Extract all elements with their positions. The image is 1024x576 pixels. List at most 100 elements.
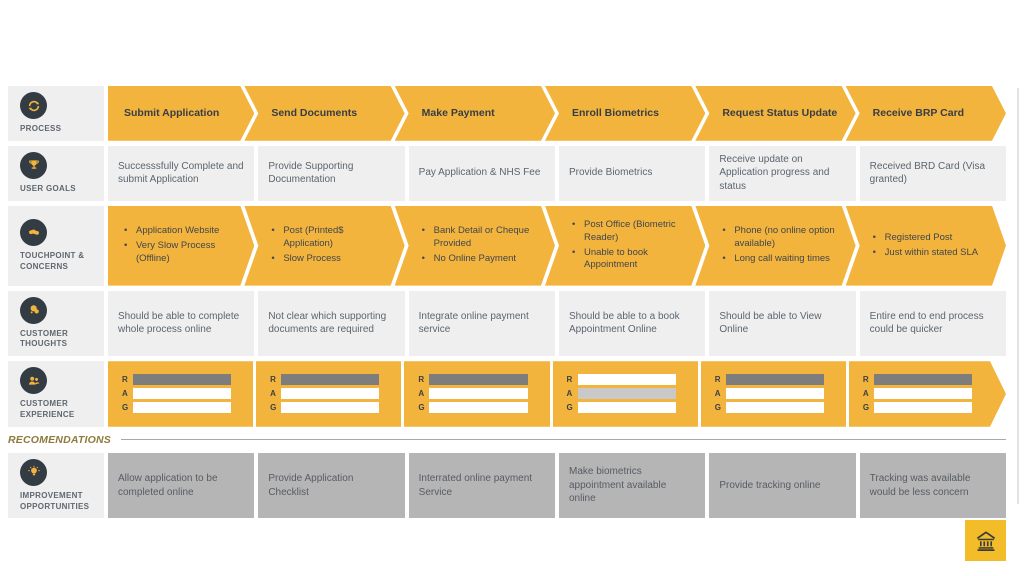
user-goal-cell: Provide Supporting Documentation [258,145,405,201]
row-label-text: PROCESS [20,124,62,133]
touchpoint-item: Phone (no online option available) [722,225,837,251]
rag-bar [578,374,676,385]
rag-bar [874,402,972,413]
experience-segment: R A G [404,361,552,427]
rag-bar [133,374,231,385]
thought-bubbles-icon [20,296,47,324]
touchpoint-list: Registered Post Just within stated SLA [873,230,978,262]
trophy-icon [20,151,47,179]
improvement-cell: Tracking was available would be less con… [859,452,1006,519]
cycle-icon [20,92,47,119]
rag-letter: G [418,403,425,413]
experience-segment: R A G [108,361,256,427]
thought-cell: Should be able to View Online [709,290,856,357]
process-step: Submit Application [108,86,254,141]
row-label-thoughts: CUSTOMER THOUGHTS [8,290,104,357]
rag-letter: R [122,375,128,385]
user-goal-cell: Receive update on Application progress a… [709,145,856,201]
rag-letter: G [270,403,277,413]
touchpoint-cell: Registered Post Just within stated SLA [846,206,1006,286]
thought-text: Should be able to complete whole process… [118,310,240,336]
user-goal-cell: Pay Application & NHS Fee [408,145,555,201]
process-step-title: Request Status Update [722,106,838,119]
thought-text: Entire end to end process could be quick… [869,310,984,336]
process-step-title: Submit Application [124,106,220,119]
rag-bar [429,388,527,399]
row-label-improvement: IMPROVEMENT OPPORTUNITIES [8,452,104,519]
touchpoint-item: Long call waiting times [722,253,837,266]
recommendations-label: RECOMENDATIONS [8,433,111,446]
improvement-text: Tracking was available would be less con… [869,473,971,498]
improvement-text: Allow application to be completed online [118,473,218,498]
rag-letter: G [862,403,870,413]
thought-text: Should be able to View Online [719,310,822,336]
touchpoint-list: Bank Detail or Cheque Provided No Online… [422,223,537,267]
thought-cell: Integrate online payment service [408,290,555,357]
rag-bar [429,402,527,413]
touchpoint-item: Unable to book Appointment [572,247,687,273]
row-label-text: IMPROVEMENT OPPORTUNITIES [20,490,90,511]
user-goal-text: Provide Biometrics [568,167,653,179]
experience-segment: R A G [849,361,1006,427]
improvement-cell: Interrated online payment Service [408,452,555,519]
user-goal-text: Successsfully Complete and submit Applic… [118,160,244,186]
user-goal-cell: Provide Biometrics [558,145,706,201]
rag-letter: R [418,375,425,385]
experience-segment: R A G [701,361,849,427]
divider-line [120,439,1006,441]
user-goal-cell: Received BRD Card (Visa granted) [859,145,1006,201]
lightbulb-icon [20,458,47,486]
touchpoint-item: Slow Process [271,253,386,266]
rag-letter: A [418,389,425,399]
thought-cell: Should be able to a book Appointment Onl… [558,290,706,357]
touchpoint-item: Very Slow Process (Offline) [124,240,236,266]
improvement-cell: Make biometrics appointment available on… [558,452,706,519]
rag-letter: A [862,389,869,399]
bank-icon [976,530,995,551]
rag-letter: A [122,389,128,399]
rag-bar [874,388,972,399]
rag-letter: A [566,389,573,399]
rag-bar [429,374,527,385]
improvement-text: Provide tracking online [719,479,821,491]
experience-segment: R A G [553,361,701,427]
thought-text: Should be able to a book Appointment Onl… [568,310,680,336]
row-label-touchpoint: TOUCHPOINT & CONCERNS [8,205,104,286]
touchpoint-item: Post (Printed$ Application) [271,225,386,251]
row-label-process: PROCESS [8,86,104,141]
row-label-text: USER GOALS [20,183,76,193]
rag-letter: R [862,375,869,385]
process-step-title: Receive BRP Card [872,106,965,119]
touchpoint-cell: Bank Detail or Cheque Provided No Online… [395,206,555,286]
touchpoint-list: Application Website Very Slow Process (O… [124,223,236,267]
user-goal-text: Receive update on Application progress a… [719,153,830,192]
touchpoint-list: Phone (no online option available) Long … [722,223,837,267]
touchpoint-item: Just within stated SLA [873,247,978,260]
improvement-text: Interrated online payment Service [418,473,533,498]
touchpoint-item: No Online Payment [422,253,537,266]
improvement-cell: Provide tracking online [709,452,856,519]
touchpoint-item: Post Office (Biometric Reader) [572,219,687,245]
rag-letter: A [714,389,721,399]
rag-letter: G [714,403,721,413]
user-goal-cell: Successsfully Complete and submit Applic… [108,145,255,201]
improvement-text: Make biometrics appointment available on… [568,466,667,505]
user-goal-text: Received BRD Card (Visa granted) [869,160,986,186]
rag-bar [281,402,379,413]
thought-text: Integrate online payment service [418,310,529,336]
touchpoint-item: Bank Detail or Cheque Provided [422,225,537,251]
rag-letter: G [122,403,129,413]
process-step: Receive BRP Card [846,86,1006,141]
rag-letter: R [566,375,573,385]
customer-experience-band: R A G R A G R A G R A G R A G R A G [108,361,1006,427]
touchpoint-cell: Phone (no online option available) Long … [695,206,855,286]
process-step-title: Make Payment [421,106,495,119]
rag-letter: R [270,375,276,385]
rag-bar [578,388,676,399]
thought-cell: Should be able to complete whole process… [108,290,255,357]
rag-bar [578,402,676,413]
brand-logo [965,520,1006,561]
recommendations-divider: RECOMENDATIONS [8,432,1006,448]
rag-bar [133,388,231,399]
touchpoint-list: Post (Printed$ Application) Slow Process [271,223,386,267]
